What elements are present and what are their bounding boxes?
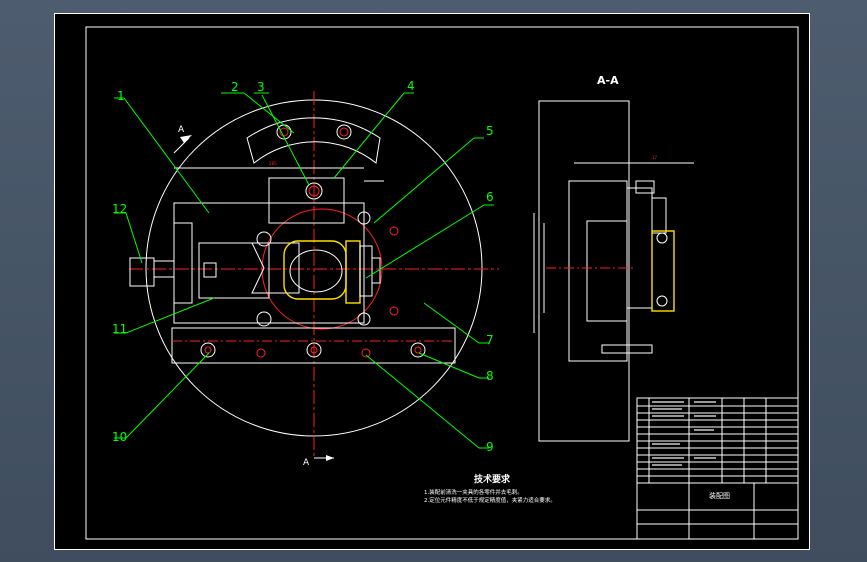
balloon-1: 1	[117, 89, 125, 103]
tech-req-line-1: 1.装配前清洗一夹具的各零件并去毛刺。	[424, 488, 523, 496]
svg-text:17: 17	[652, 155, 658, 160]
section-mark-bottom: A	[303, 458, 310, 468]
svg-text:285: 285	[269, 161, 277, 166]
technical-requirements: 技术要求 1.装配前清洗一夹具的各零件并去毛刺。 2.定位元件精度不低于规定精度…	[424, 473, 556, 504]
section-markers: A A	[173, 125, 334, 468]
bottom-locating-bar	[171, 327, 456, 364]
plan-view: 285	[129, 91, 499, 458]
balloon-6: 6	[486, 190, 494, 204]
balloon-4: 4	[407, 79, 415, 93]
clamp-screw-knob	[129, 257, 155, 287]
balloon-10: 10	[112, 430, 127, 444]
top-clamp-block	[268, 177, 345, 224]
balloon-12: 12	[112, 202, 127, 216]
balloon-numbers: 1 2 3 4 5 6 7 8 9 10 11 12	[112, 79, 494, 454]
parts-list-and-title-block: 装配图	[636, 397, 799, 540]
balloon-8: 8	[486, 369, 494, 383]
balloon-11: 11	[112, 322, 127, 336]
tech-req-title: 技术要求	[474, 473, 511, 485]
outer-border	[54, 13, 810, 550]
title-block-name: 装配图	[709, 491, 730, 500]
section-base-plate	[538, 100, 630, 442]
balloon-leaders	[114, 92, 494, 449]
section-view: A-A 17	[533, 74, 694, 442]
assembly-drawing: 285 A A 1 2 3 4 5 6 7 8 9 10 11 12	[54, 13, 810, 550]
bore-circle	[261, 208, 383, 330]
balloon-2: 2	[231, 80, 239, 94]
balloon-3: 3	[257, 80, 265, 94]
inner-border	[85, 26, 799, 540]
section-mark-top: A	[178, 125, 185, 135]
section-workpiece	[651, 230, 675, 312]
section-title: A-A	[597, 74, 619, 87]
tech-req-line-2: 2.定位元件精度不低于规定精度值，夹紧力适合要求。	[424, 496, 556, 504]
balloon-5: 5	[486, 124, 494, 138]
workpiece-hole	[289, 249, 343, 293]
cad-drawing-viewport[interactable]: 285 A A 1 2 3 4 5 6 7 8 9 10 11 12	[54, 13, 810, 550]
arc-slot	[246, 117, 381, 164]
balloon-9: 9	[486, 440, 494, 454]
balloon-7: 7	[486, 333, 494, 347]
